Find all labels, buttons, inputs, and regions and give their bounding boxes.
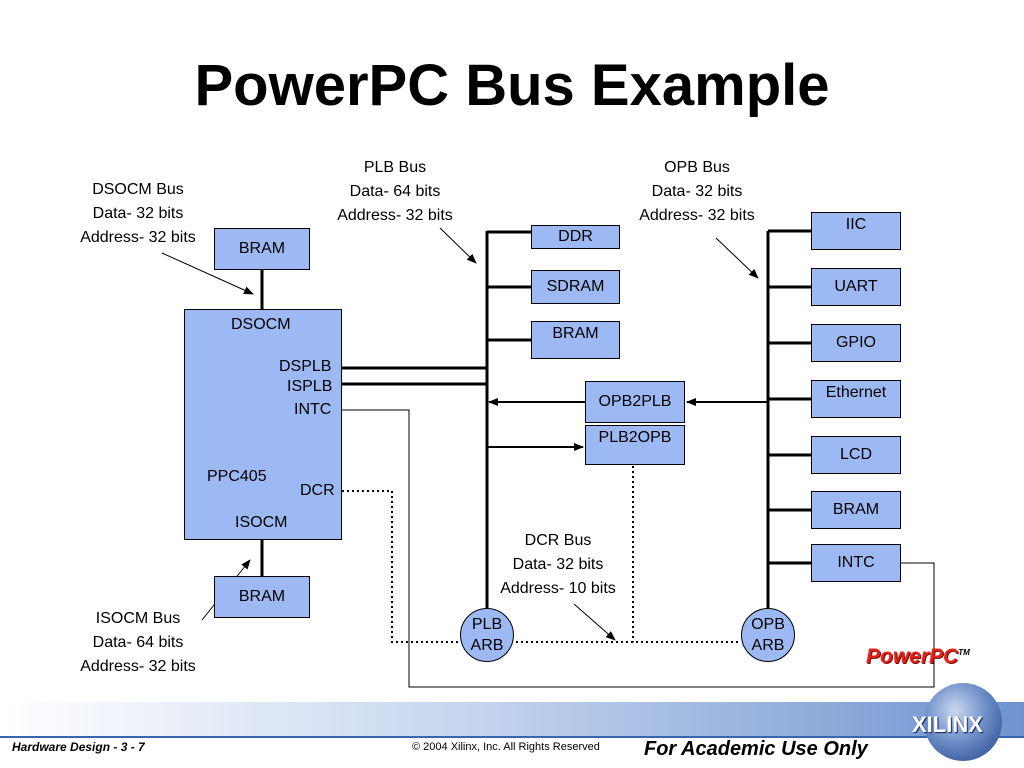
opb-iic-block: IIC	[811, 212, 901, 250]
ppc-isocm-port: ISOCM	[235, 514, 288, 531]
opb-uart-block: UART	[811, 268, 901, 306]
ppc-intc-port: INTC	[294, 401, 332, 418]
footer-course-page: Hardware Design - 3 - 7	[12, 740, 145, 754]
sdram-block: SDRAM	[531, 270, 620, 304]
ppc-dcr-port: DCR	[300, 482, 335, 499]
opb-bram-block: BRAM	[811, 491, 901, 529]
opb-bus-label: OPB Bus Data- 32 bits Address- 32 bits	[639, 159, 755, 224]
isocm-bus-label: ISOCM Bus Data- 64 bits Address- 32 bits	[80, 610, 196, 675]
interrupt-line	[342, 409, 935, 688]
powerpc-logo: PowerPCTM	[866, 645, 970, 668]
dcr-bus-dotted	[342, 490, 741, 643]
ppc405-block	[184, 309, 342, 540]
xilinx-logo: XILINX	[912, 712, 983, 737]
xilinx-globe-icon	[924, 683, 1002, 761]
ppc-isplb-port: ISPLB	[287, 378, 333, 395]
ppc405-label: PPC405	[207, 468, 267, 485]
dcr-pointer-arrow	[573, 603, 616, 641]
slide-title: PowerPC Bus Example	[194, 53, 830, 118]
dsocm-bus-label: DSOCM Bus Data- 32 bits Address- 32 bits	[80, 181, 196, 246]
bram-top-block: BRAM	[214, 228, 310, 270]
dsocm-pointer-arrow	[161, 252, 254, 295]
opb-ethernet-block: Ethernet	[811, 380, 901, 418]
opb-intc-block: INTC	[811, 544, 901, 582]
footer-divider	[0, 736, 1024, 738]
opb-pointer-arrow	[715, 237, 759, 279]
bram-plb-block: BRAM	[531, 321, 620, 359]
footer-copyright: © 2004 Xilinx, Inc. All Rights Reserved	[412, 741, 600, 753]
bram-bottom-block: BRAM	[214, 576, 310, 618]
plb-bus-label: PLB Bus Data- 64 bits Address- 32 bits	[337, 159, 453, 224]
ppc-dsocm-port: DSOCM	[231, 316, 291, 333]
dcr-bus-label: DCR Bus Data- 32 bits Address- 10 bits	[500, 532, 616, 597]
opb-arbiter: OPB ARB	[741, 608, 795, 662]
opb-gpio-block: GPIO	[811, 324, 901, 362]
opb-lcd-block: LCD	[811, 436, 901, 474]
plb2opb-bridge: PLB2OPB	[585, 425, 685, 465]
footer-band	[0, 702, 1024, 736]
ppc-dsplb-port: DSPLB	[279, 358, 332, 375]
footer-academic-notice: For Academic Use Only	[644, 738, 868, 760]
plb-arbiter: PLB ARB	[460, 608, 514, 662]
ddr-block: DDR	[531, 225, 620, 249]
opb2plb-bridge: OPB2PLB	[585, 381, 685, 423]
plb-pointer-arrow	[439, 227, 477, 264]
